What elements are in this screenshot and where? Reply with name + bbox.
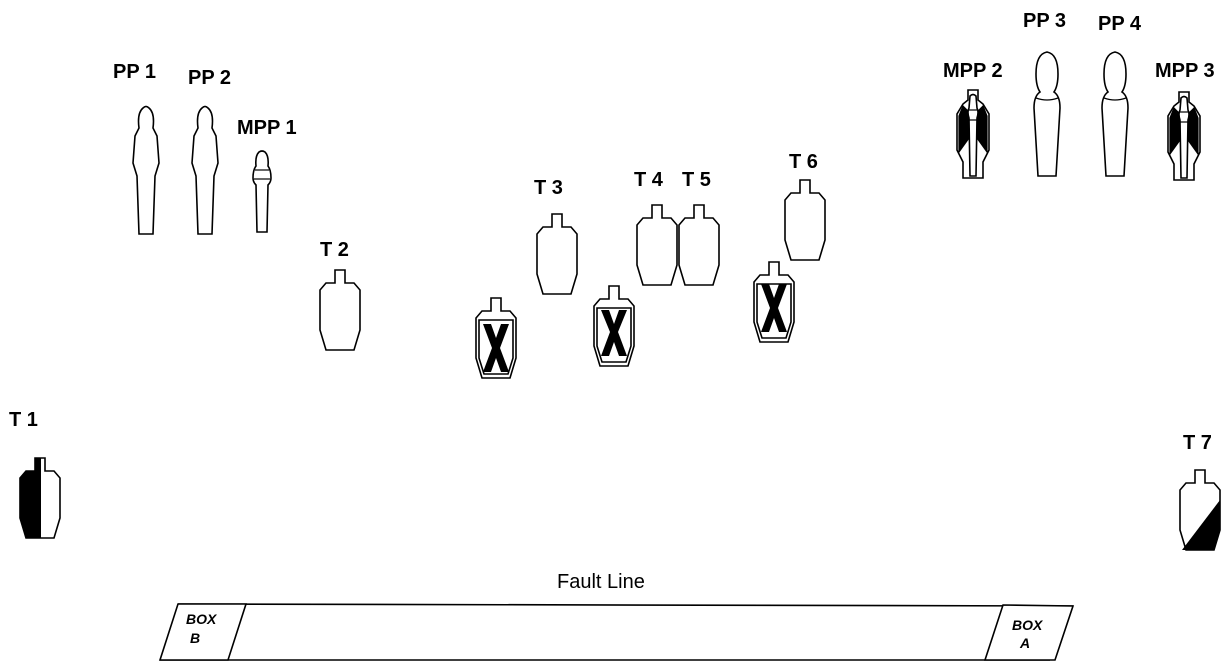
shooting-box-a[interactable]: BOX A <box>983 604 1075 661</box>
t6-label: T 6 <box>789 151 818 173</box>
mini-popper-mpp1[interactable] <box>252 150 272 233</box>
paper-target-t6[interactable] <box>784 179 826 261</box>
mini-popper-mpp2[interactable] <box>956 89 990 179</box>
hardcover-diagonal <box>1182 500 1220 550</box>
t5-label: T 5 <box>682 169 711 191</box>
x-mark-icon <box>761 284 787 332</box>
mpp2-label: MPP 2 <box>943 60 1003 82</box>
pp2-label: PP 2 <box>188 67 231 89</box>
mpp3-label: MPP 3 <box>1155 60 1215 82</box>
popper-pp2[interactable] <box>191 105 219 235</box>
no-shoot-3[interactable] <box>753 261 795 343</box>
fault-line-label: Fault Line <box>557 571 645 593</box>
paper-target-t4[interactable] <box>636 204 678 286</box>
shooting-box-b[interactable]: BOX B <box>158 603 248 661</box>
box-b-line1: BOX <box>186 611 218 627</box>
paper-target-t7[interactable] <box>1179 469 1221 551</box>
box-a-line1: BOX <box>1012 617 1044 633</box>
paper-target-t2[interactable] <box>319 269 361 351</box>
box-b-line2: B <box>190 630 200 646</box>
paper-target-t5[interactable] <box>678 204 720 286</box>
popper-pp1[interactable] <box>132 105 160 235</box>
mini-popper-mpp3[interactable] <box>1167 91 1201 181</box>
mpp1-label: MPP 1 <box>237 117 297 139</box>
t7-label: T 7 <box>1183 432 1212 454</box>
pp3-label: PP 3 <box>1023 10 1066 32</box>
pp1-label: PP 1 <box>113 61 156 83</box>
box-a-line2: A <box>1019 635 1030 651</box>
hardcover-half <box>20 458 41 538</box>
pp4-label: PP 4 <box>1098 13 1142 35</box>
no-shoot-2[interactable] <box>593 285 635 367</box>
no-shoot-1[interactable] <box>475 297 517 379</box>
paper-target-t1[interactable] <box>19 457 61 539</box>
popper-pp3[interactable] <box>1033 51 1061 177</box>
paper-target-t3[interactable] <box>536 213 578 295</box>
x-mark-icon <box>483 324 509 372</box>
t4-label: T 4 <box>634 169 664 191</box>
x-mark-icon <box>601 310 627 356</box>
fault-line-top <box>177 603 1074 607</box>
t2-label: T 2 <box>320 239 349 261</box>
t3-label: T 3 <box>534 177 563 199</box>
t1-label: T 1 <box>9 409 38 431</box>
popper-pp4[interactable] <box>1101 51 1129 177</box>
